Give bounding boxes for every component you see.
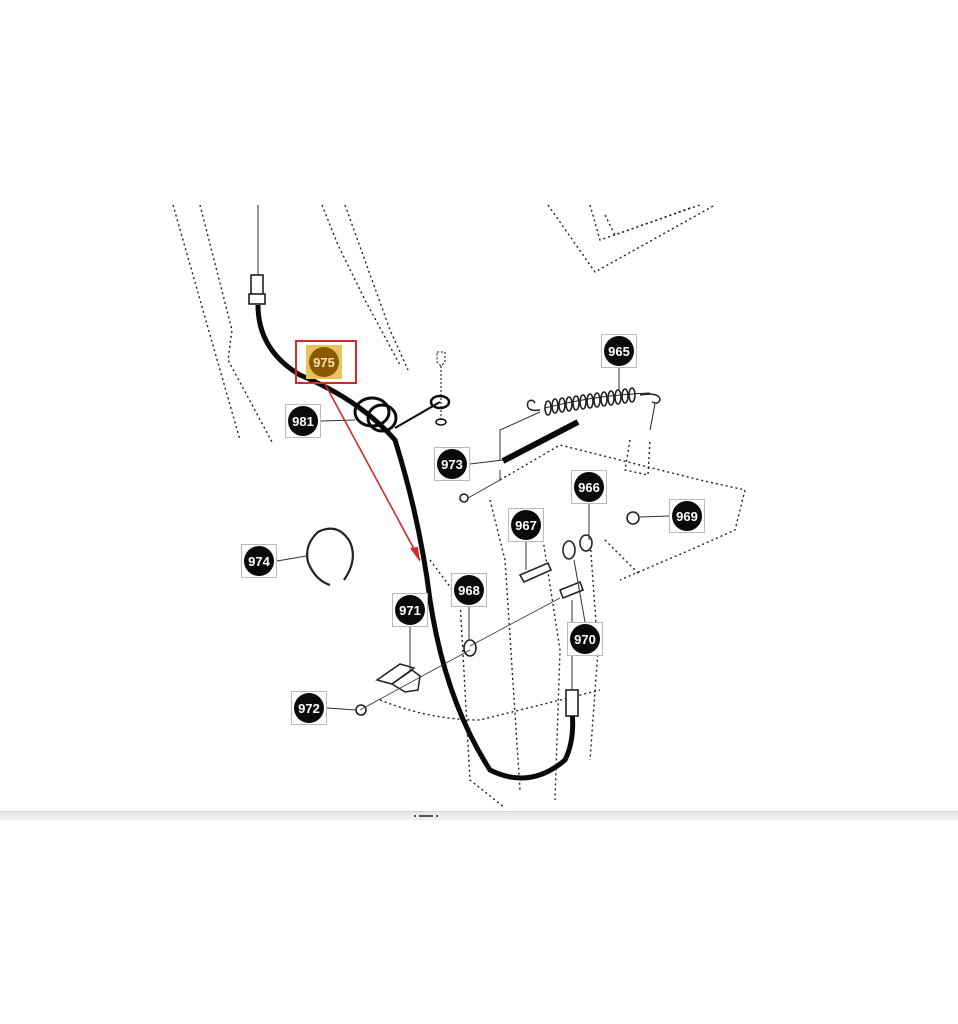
callout-973[interactable]: 973 [434,447,470,481]
callout-975-highlighted[interactable]: 975 [306,345,342,379]
leader-lines [276,368,670,711]
callout-965[interactable]: 965 [601,334,637,368]
nut-969 [626,511,640,525]
callout-label-966: 966 [574,472,604,502]
circlip-974 [306,527,355,587]
callout-label-981: 981 [288,406,318,436]
cable-assembly-975 [248,205,579,781]
bracket-971 [375,663,421,693]
grommet-981 [353,351,451,433]
callout-970[interactable]: 970 [567,622,603,656]
spring-965 [526,387,661,431]
rod-973 [501,419,580,464]
callout-966[interactable]: 966 [571,470,607,504]
callout-label-970: 970 [570,624,600,654]
callout-label-973: 973 [437,449,467,479]
nut-972 [355,704,367,716]
callout-label-975: 975 [309,347,339,377]
callout-969[interactable]: 969 [669,499,705,533]
washer-968 [463,639,477,657]
callout-981[interactable]: 981 [285,404,321,438]
annotation-arrow [324,383,421,562]
callout-972[interactable]: 972 [291,691,327,725]
pane-splitter[interactable] [0,811,958,821]
callout-label-967: 967 [511,510,541,540]
callout-967[interactable]: 967 [508,508,544,542]
parts-diagram [172,204,746,809]
callout-971[interactable]: 971 [392,593,428,627]
callout-974[interactable]: 974 [241,544,277,578]
callout-label-965: 965 [604,336,634,366]
callout-label-974: 974 [244,546,274,576]
callout-label-968: 968 [454,575,484,605]
highlight-box-975 [295,340,357,384]
bolt-967 [518,561,553,584]
callout-label-972: 972 [294,693,324,723]
callout-968[interactable]: 968 [451,573,487,607]
empty-lower-pane [0,820,958,1024]
splitter-grip-icon[interactable] [414,813,444,818]
washer-966 [579,534,593,552]
callout-label-969: 969 [672,501,702,531]
callout-label-971: 971 [395,595,425,625]
